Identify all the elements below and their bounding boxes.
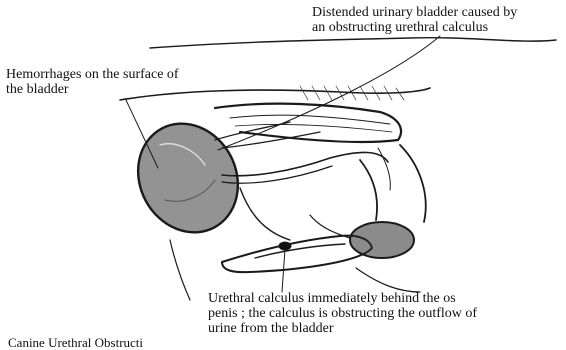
label-line: Hemorrhages on the surface of (6, 67, 179, 82)
urethral-calculus (279, 242, 291, 250)
label-line: an obstructing urethral calculus (312, 20, 517, 35)
label-line: Urethral calculus immediately behind the… (208, 291, 477, 306)
label-line: urine from the bladder (208, 321, 477, 336)
label-line: penis ; the calculus is obstructing the … (208, 306, 477, 321)
label-hemorrhages: Hemorrhages on the surface of the bladde… (6, 67, 179, 97)
leader-line-bottom (282, 250, 285, 292)
hind-limb-outline (360, 160, 377, 220)
label-line: the bladder (6, 82, 179, 97)
pelvic-urethra (240, 188, 290, 240)
label-urethral-calculus: Urethral calculus immediately behind the… (208, 291, 477, 336)
rectum-outline (215, 104, 401, 142)
urinary-bladder (119, 106, 256, 250)
figure-caption: Canine Urethral Obstructi (8, 335, 143, 350)
label-line: Distended urinary bladder caused by (312, 5, 517, 20)
testis (350, 222, 414, 258)
os-penis (255, 244, 345, 258)
label-distended-bladder: Distended urinary bladder caused by an o… (312, 5, 517, 35)
abdominal-wall-outline (150, 38, 556, 48)
